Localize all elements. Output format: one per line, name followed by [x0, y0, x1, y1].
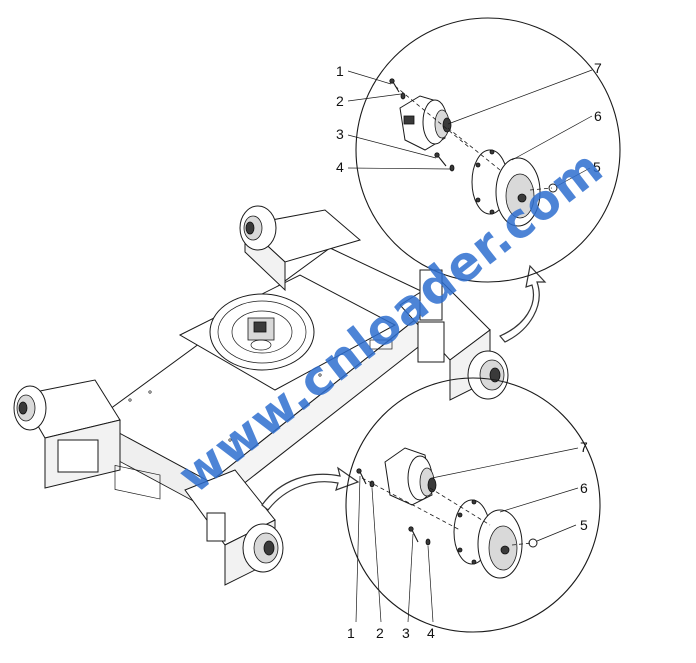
- frame-drive-motor-lower: [242, 523, 284, 573]
- callout-4-lower: 4: [427, 625, 435, 641]
- bolt-1-lower: [356, 468, 367, 485]
- reduction-gearbox-lower: [453, 499, 523, 579]
- bolt-3-lower: [408, 526, 419, 543]
- hydraulic-motor-lower: [384, 447, 437, 506]
- hydraulic-motor-upper: [399, 95, 452, 151]
- callout-6-upper: 6: [594, 108, 602, 124]
- curved-arrow-lower: [261, 466, 360, 511]
- curved-arrow-upper: [499, 264, 547, 343]
- washer-4-upper: [449, 164, 455, 172]
- detail-circle-upper: [347, 17, 621, 283]
- callout-1-upper: 1: [336, 63, 344, 79]
- callout-7-upper: 7: [594, 60, 602, 76]
- callout-2-upper: 2: [336, 93, 344, 109]
- callout-3-upper: 3: [336, 126, 344, 142]
- detail-circle-lower: [345, 377, 601, 633]
- frame-drive-motor-upper-left: [239, 205, 277, 251]
- undercarriage-frame: [19, 209, 491, 586]
- callout-5-lower: 5: [580, 517, 588, 533]
- callout-4-upper: 4: [336, 159, 344, 175]
- frame-drive-motor-left: [13, 385, 47, 431]
- callout-3-lower: 3: [402, 625, 410, 641]
- plug-5-upper: [548, 183, 558, 193]
- washer-2-lower: [369, 480, 375, 488]
- washer-4-lower: [425, 538, 431, 546]
- callout-6-lower: 6: [580, 480, 588, 496]
- washer-2-upper: [400, 92, 406, 100]
- frame-drive-motor-right: [467, 350, 509, 400]
- callout-1-lower: 1: [347, 625, 355, 641]
- reduction-gearbox-upper: [471, 149, 541, 227]
- plug-5-lower: [528, 538, 538, 548]
- callout-5-upper: 5: [593, 159, 601, 175]
- callouts-lower: 1 2 3 4 5 6 7: [347, 439, 588, 641]
- callout-7-lower: 7: [580, 439, 588, 455]
- callout-2-lower: 2: [376, 625, 384, 641]
- bolt-1-upper: [389, 78, 400, 93]
- bolt-3-upper: [434, 152, 447, 167]
- callouts-upper: 1 2 3 4 5 6 7: [336, 60, 602, 175]
